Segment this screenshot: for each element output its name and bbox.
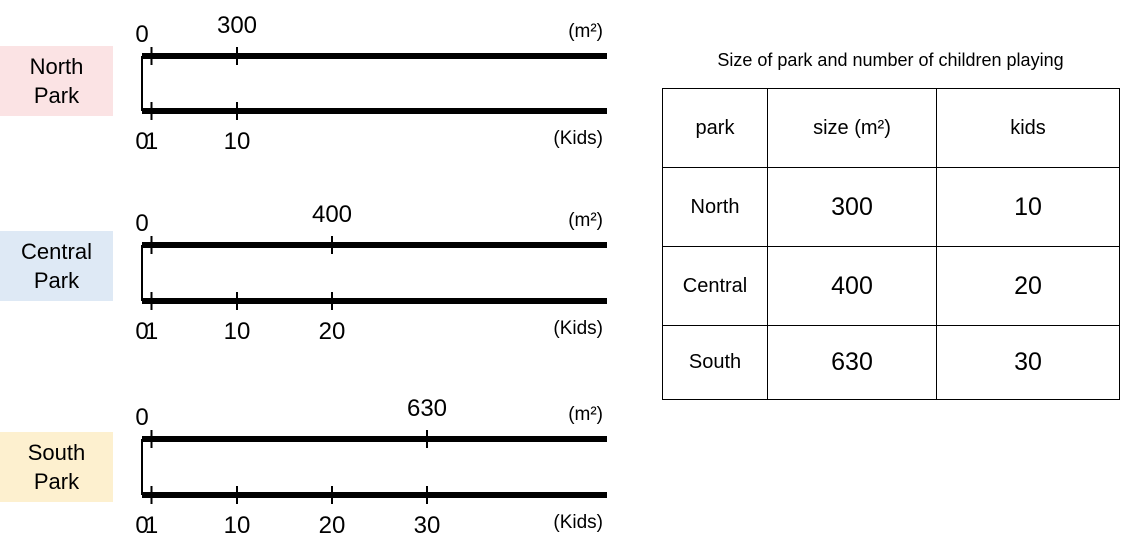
cell-kids: 10 — [936, 167, 1120, 247]
kids-unit-label: (Kids) — [553, 512, 603, 533]
area-value-label: 300 — [217, 12, 257, 39]
area-unit-label: (m²) — [568, 404, 603, 425]
kids-tick-label: 10 — [224, 512, 251, 539]
table-row: Central 400 20 — [662, 246, 1120, 326]
table-row: South 630 30 — [662, 325, 1120, 400]
cell-park: North — [662, 167, 768, 247]
cell-size: 300 — [767, 167, 937, 247]
kids-unit-label: (Kids) — [553, 128, 603, 149]
table-row: North 300 10 — [662, 167, 1120, 247]
kids-tick-label: 10 — [224, 318, 251, 345]
kids-tick-label: 10 — [224, 128, 251, 155]
table-header-row: park size (m²) kids — [662, 88, 1120, 168]
area-zero-label: 0 — [135, 404, 148, 431]
area-unit-label: (m²) — [568, 21, 603, 42]
table-caption: Size of park and number of children play… — [717, 50, 1064, 70]
kids-zero-label: 0 — [135, 318, 148, 345]
kids-tick-label: 1 — [145, 512, 158, 539]
area-zero-label: 0 — [135, 210, 148, 237]
area-unit-label: (m²) — [568, 210, 603, 231]
kids-tick-label: 30 — [414, 512, 441, 539]
kids-tick-label: 20 — [319, 318, 346, 345]
cell-kids: 30 — [936, 325, 1120, 400]
header-kids: kids — [936, 88, 1120, 168]
kids-tick-label: 20 — [319, 512, 346, 539]
cell-size: 400 — [767, 246, 937, 326]
cell-park: South — [662, 325, 768, 400]
area-value-label: 400 — [312, 201, 352, 228]
header-size: size (m²) — [767, 88, 937, 168]
area-zero-label: 0 — [135, 21, 148, 48]
park-data-table: park size (m²) kids North 300 10 Central… — [662, 88, 1120, 400]
cell-park: Central — [662, 246, 768, 326]
kids-tick-label: 1 — [145, 128, 158, 155]
header-park: park — [662, 88, 768, 168]
cell-size: 630 — [767, 325, 937, 400]
kids-zero-label: 0 — [135, 128, 148, 155]
kids-unit-label: (Kids) — [553, 318, 603, 339]
cell-kids: 20 — [936, 246, 1120, 326]
kids-zero-label: 0 — [135, 512, 148, 539]
area-value-label: 630 — [407, 395, 447, 422]
kids-tick-label: 1 — [145, 318, 158, 345]
